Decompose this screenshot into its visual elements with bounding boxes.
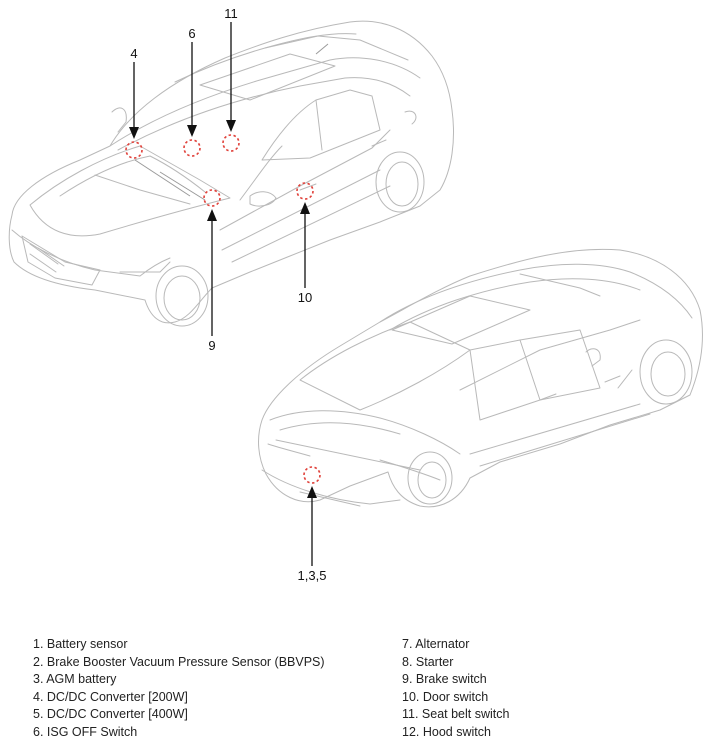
callout-label: 6	[188, 26, 195, 41]
marker-1-3-5	[303, 466, 321, 484]
component-location-diagram: 4 6 11 9 10 1,3,5	[8, 6, 703, 583]
marker-6	[183, 139, 201, 157]
legend-item: 2. Brake Booster Vacuum Pressure Sensor …	[33, 654, 325, 669]
legend-item: 6. ISG OFF Switch	[33, 724, 138, 739]
marker-9	[203, 189, 221, 207]
arrow-down-icon	[226, 120, 236, 132]
marker-10	[296, 182, 314, 200]
rear-car-illustration	[258, 248, 703, 508]
legend-item: 8. Starter	[402, 654, 454, 669]
marker-11	[222, 134, 240, 152]
callout-label: 11	[224, 6, 238, 21]
callout-label: 9	[208, 338, 215, 353]
legend-item: 11. Seat belt switch	[402, 707, 510, 722]
legend-item: 5. DC/DC Converter [400W]	[33, 707, 188, 722]
arrow-down-icon	[129, 127, 139, 139]
callout-label: 10	[298, 290, 312, 305]
legend-item: 9. Brake switch	[402, 672, 487, 687]
legend-item: 1. Battery sensor	[33, 637, 128, 651]
legend-item: 4. DC/DC Converter [200W]	[33, 689, 188, 704]
legend-right-column: 7. Alternator 8. Starter 9. Brake switch…	[402, 636, 509, 742]
leader-lines	[129, 22, 317, 566]
arrow-up-icon	[307, 486, 317, 498]
callout-label: 4	[130, 46, 137, 61]
arrow-up-icon	[207, 209, 217, 221]
arrow-up-icon	[300, 202, 310, 214]
arrow-down-icon	[187, 125, 197, 137]
legend-left-column: 1. Battery sensor 2. Brake Booster Vacuu…	[33, 636, 325, 742]
marker-4	[125, 141, 143, 159]
legend-item: 10. Door switch	[402, 689, 489, 704]
location-markers	[125, 134, 321, 484]
callout-labels: 4 6 11 9 10 1,3,5	[130, 6, 326, 583]
callout-label: 1,3,5	[298, 568, 327, 583]
legend-item: 12. Hood switch	[402, 724, 491, 739]
front-car-illustration	[8, 20, 454, 327]
legend-item: 3. AGM battery	[33, 672, 117, 687]
legend-item: 7. Alternator	[402, 637, 470, 651]
